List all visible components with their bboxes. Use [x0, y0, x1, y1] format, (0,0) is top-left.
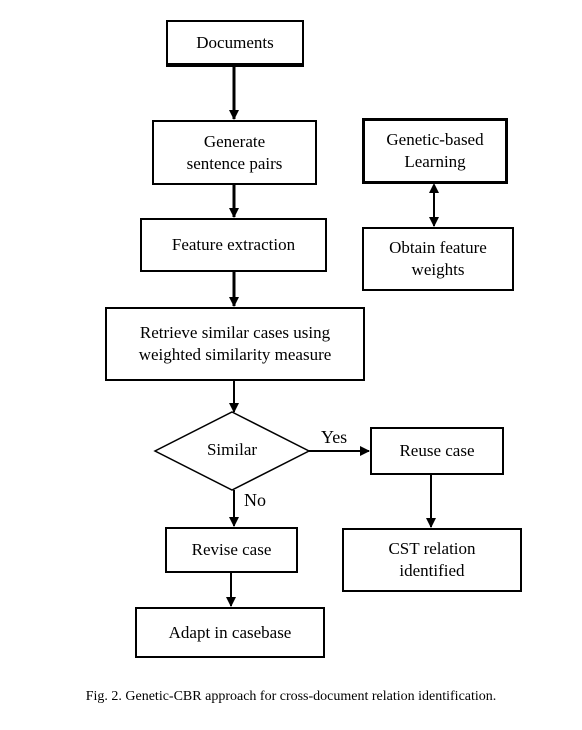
- reuse-label: Reuse case: [399, 441, 475, 460]
- cst-label-line1: CST relation: [388, 539, 476, 558]
- decision-diamond: [153, 411, 311, 491]
- cst-label-line2: identified: [399, 561, 465, 580]
- documents-label: Documents: [196, 32, 274, 52]
- retrieve-similar-cases-box: Retrieve similar cases using weighted si…: [105, 307, 365, 381]
- revise-case-box: Revise case: [165, 527, 298, 573]
- genetic-label-line1: Genetic-based: [386, 130, 484, 149]
- generate-sentence-pairs-box: Generate sentence pairs: [152, 120, 317, 185]
- obtain-feature-weights-box: Obtain feature weights: [362, 227, 514, 291]
- no-label: No: [244, 490, 266, 510]
- revise-label: Revise case: [191, 540, 272, 559]
- genetic-label-line2: Learning: [404, 152, 466, 171]
- generate-label-line1: Generate: [203, 131, 266, 151]
- feature-extraction-label: Feature extraction: [171, 235, 296, 254]
- retrieve-label-line1: Retrieve similar cases using: [139, 323, 331, 342]
- adapt-label: Adapt in casebase: [168, 622, 292, 642]
- documents-box: Documents: [166, 20, 304, 67]
- obtain-label-line2: weights: [411, 260, 465, 279]
- feature-extraction-box: Feature extraction: [140, 218, 327, 272]
- yes-label: Yes: [321, 427, 348, 447]
- retrieve-label-line2: weighted similarity measure: [138, 345, 332, 364]
- adapt-casebase-box: Adapt in casebase: [135, 607, 325, 658]
- reuse-case-box: Reuse case: [370, 427, 504, 475]
- obtain-label-line1: Obtain feature: [389, 238, 487, 257]
- generate-label-line2: sentence pairs: [186, 153, 283, 173]
- genetic-learning-box: Genetic-based Learning: [362, 118, 508, 184]
- cst-relation-box: CST relation identified: [342, 528, 522, 592]
- similar-label: Similar: [206, 440, 258, 459]
- figure-caption: Fig. 2. Genetic-CBR approach for cross-d…: [85, 689, 497, 704]
